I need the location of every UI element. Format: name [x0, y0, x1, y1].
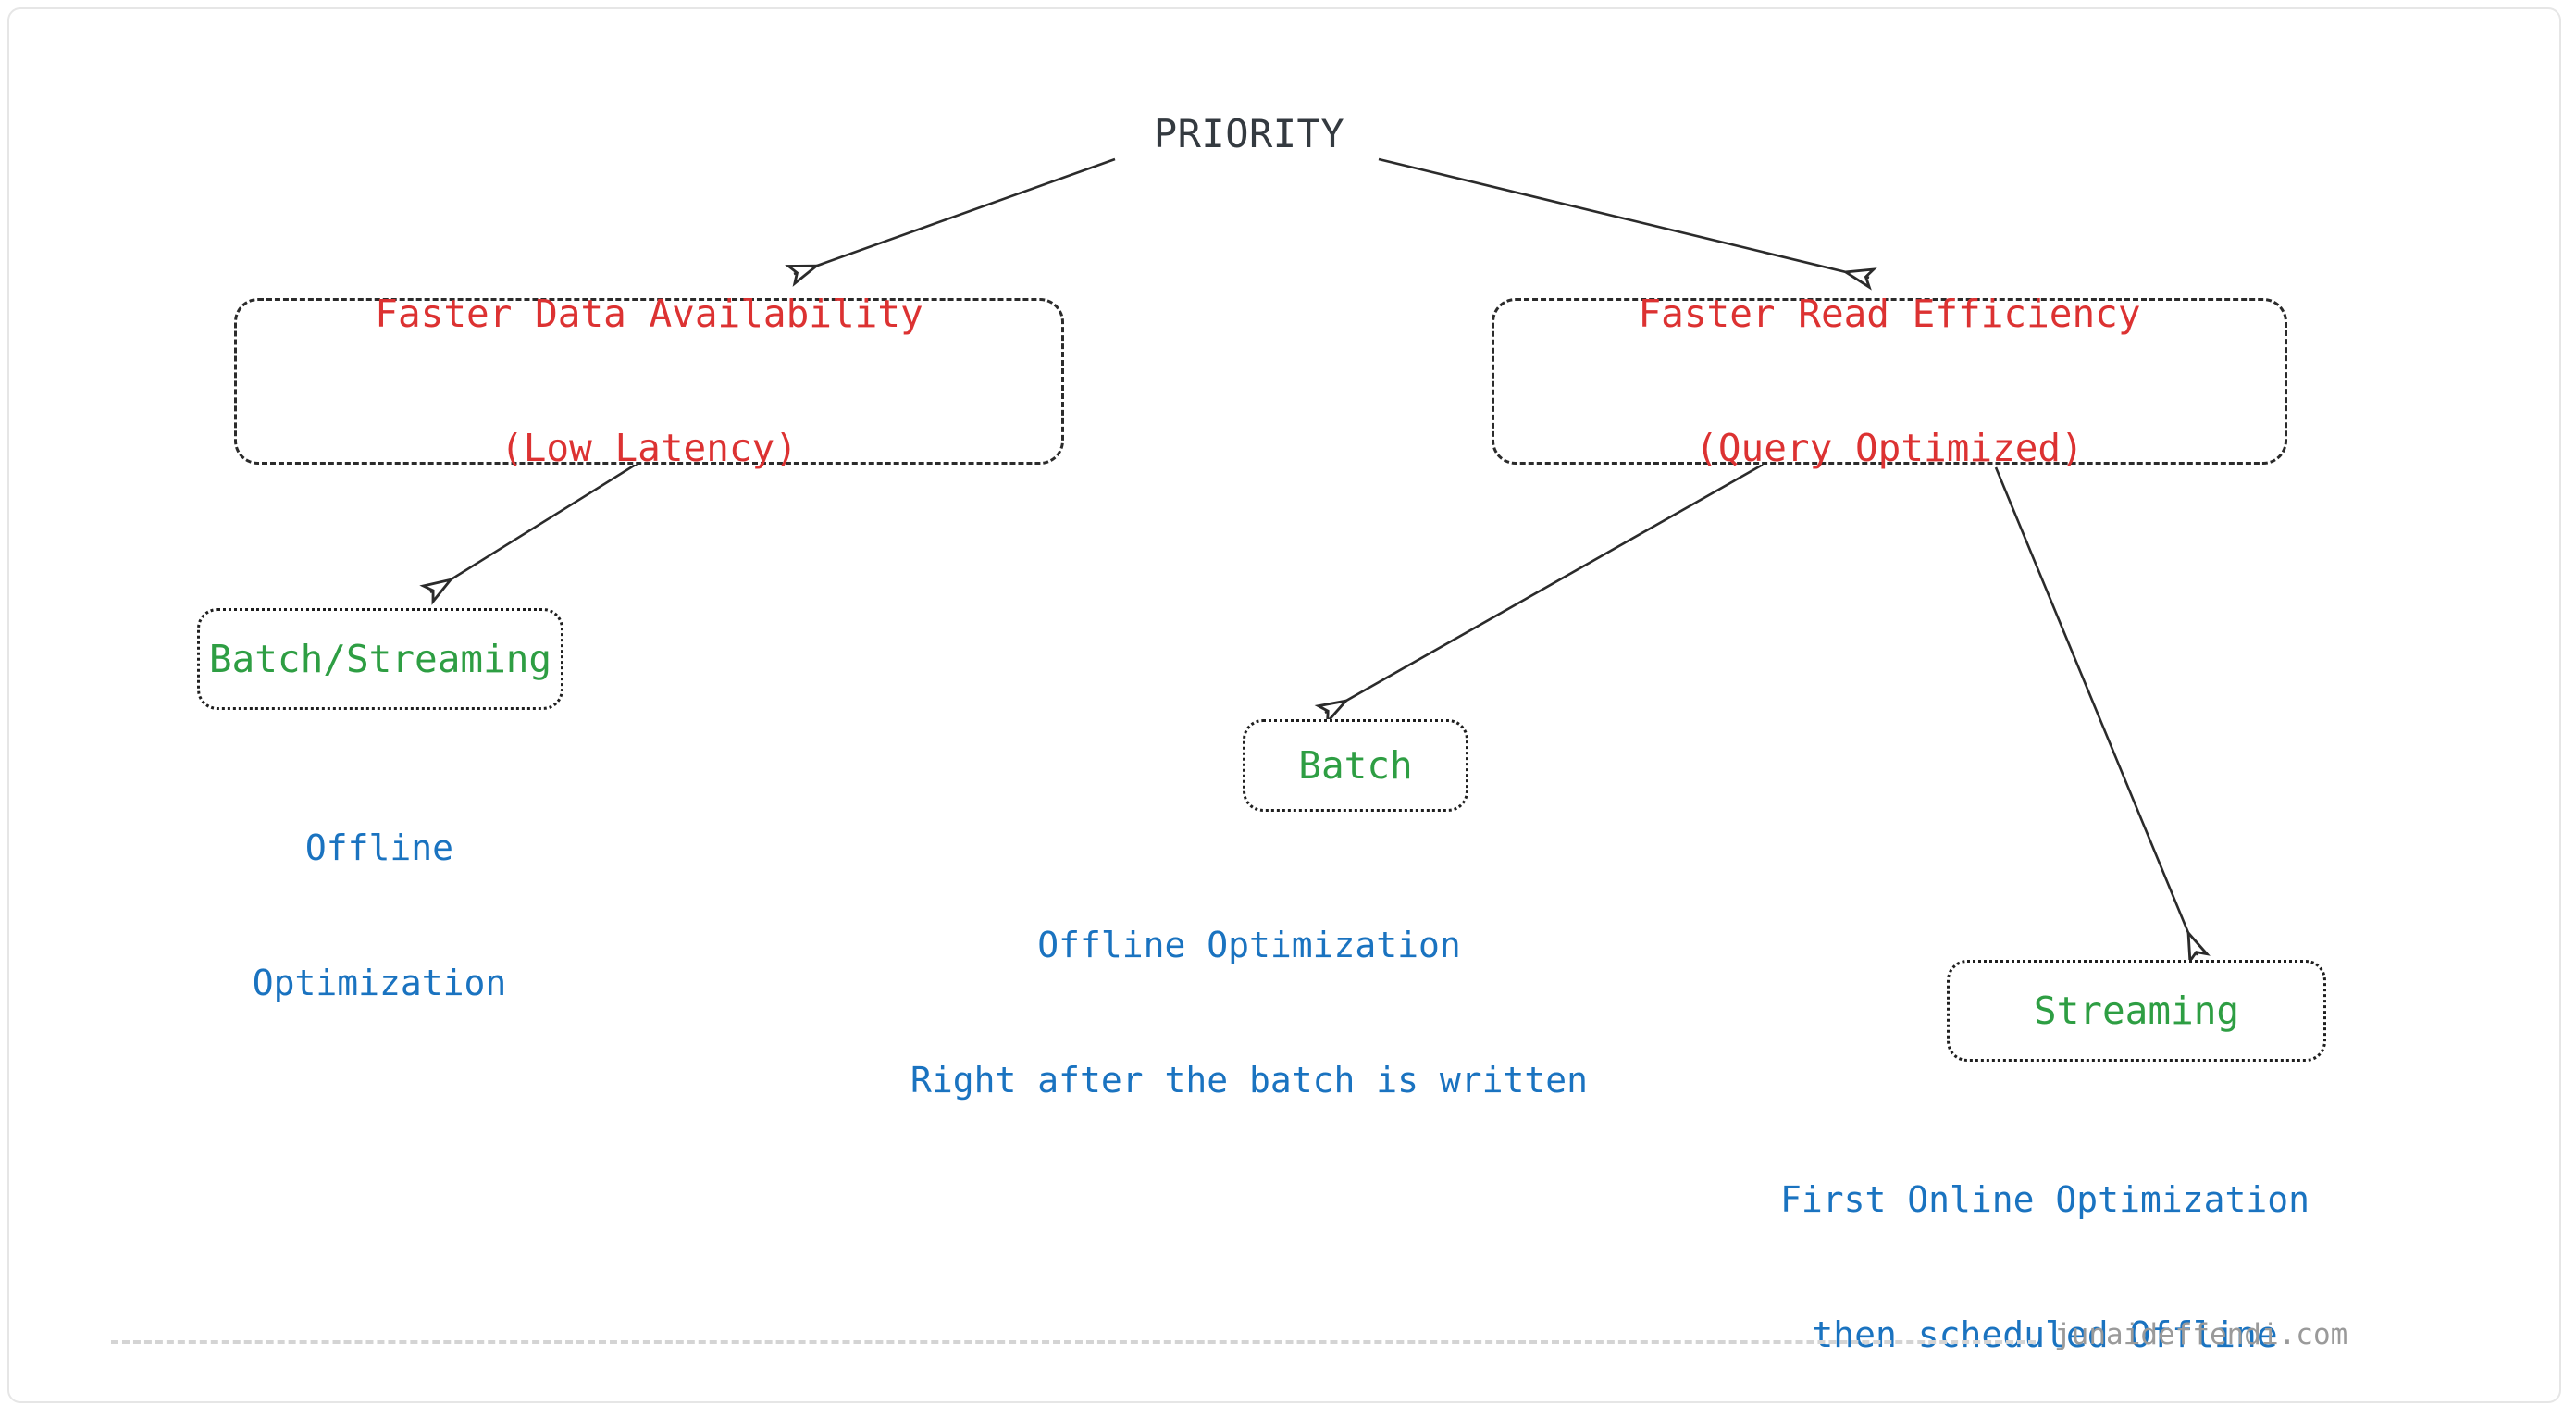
- mode-label: Batch/Streaming: [208, 636, 552, 681]
- note-batch-streaming: Offline Optimization: [139, 736, 620, 1003]
- footer-brand-label: junaideffendi.com: [2054, 1318, 2348, 1351]
- note-line1: First Online Optimization: [1780, 1179, 2310, 1221]
- priority-box-line2: (Query Optimized): [1695, 426, 2084, 471]
- note-streaming: First Online Optimization then scheduled…: [1610, 1088, 2480, 1355]
- priority-box-line1: Faster Data Availability: [375, 292, 923, 337]
- mode-box-batch-streaming[interactable]: Batch/Streaming: [197, 608, 564, 710]
- note-line1: Offline Optimization: [1037, 925, 1461, 966]
- priority-box-line2: (Low Latency): [501, 426, 798, 471]
- priority-box-line1: Faster Read Efficiency: [1638, 292, 2141, 337]
- note-line1: Offline: [304, 827, 454, 869]
- priority-box-faster-read-efficiency[interactable]: Faster Read Efficiency (Query Optimized): [1492, 292, 2287, 470]
- mode-label: Batch: [1298, 742, 1413, 788]
- note-batch: Offline Optimization Right after the bat…: [731, 833, 1767, 1101]
- root-label: PRIORITY: [1153, 111, 1345, 157]
- note-line2: Right after the batch is written: [910, 1060, 1589, 1101]
- footer-divider: [111, 1340, 2036, 1344]
- note-line2: Optimization: [252, 963, 507, 1004]
- mode-label: Streaming: [2033, 988, 2240, 1033]
- priority-box-faster-data-availability[interactable]: Faster Data Availability (Low Latency): [234, 292, 1064, 470]
- note-line2: then scheduled Offline: [1812, 1314, 2278, 1356]
- mode-box-batch[interactable]: Batch: [1243, 719, 1468, 812]
- root-node-priority: PRIORITY: [1064, 102, 1434, 167]
- mode-box-streaming[interactable]: Streaming: [1947, 960, 2326, 1062]
